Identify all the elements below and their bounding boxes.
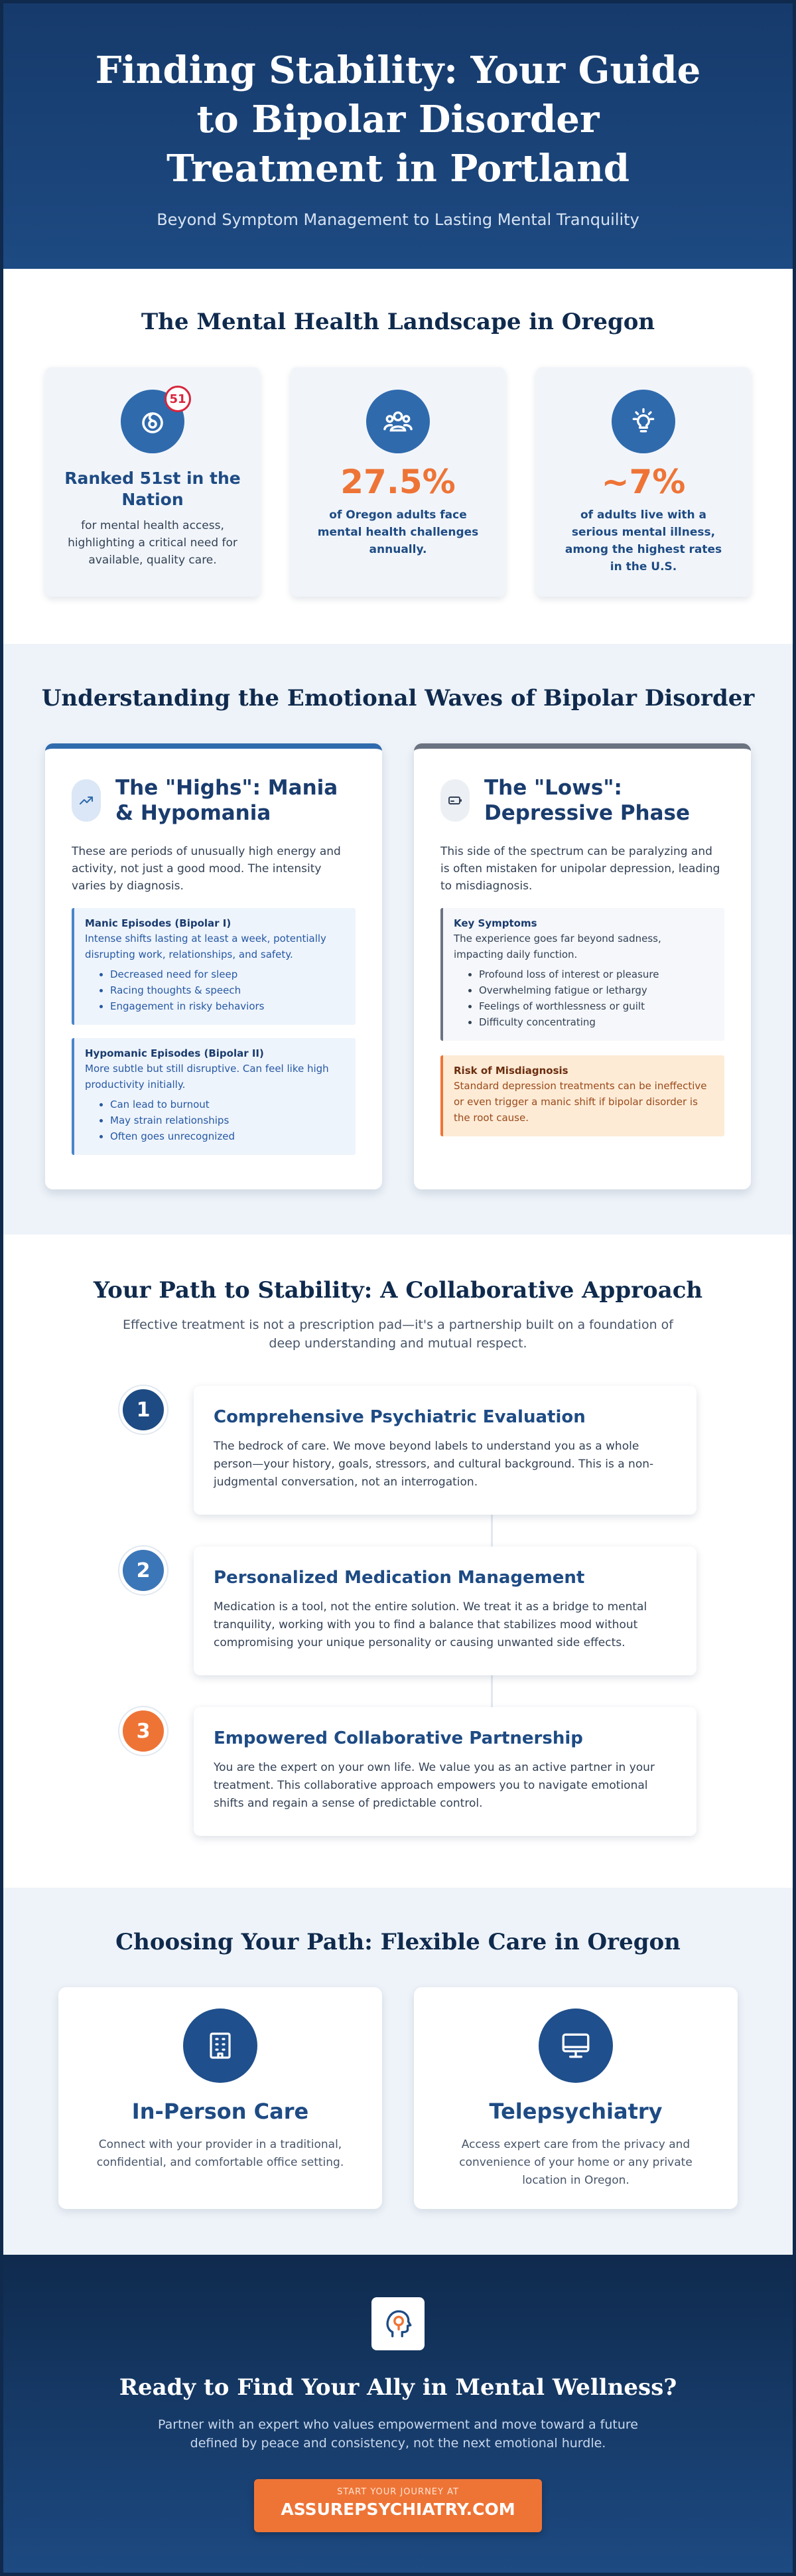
step-card: Empowered Collaborative Partnership You …: [194, 1707, 696, 1836]
stat-desc: of adults live with a serious mental ill…: [564, 508, 722, 573]
hero-subtitle: Beyond Symptom Management to Lasting Men…: [157, 210, 639, 229]
choose-row: In-Person Care Connect with your provide…: [3, 1987, 793, 2209]
highs-intro: These are periods of unusually high ener…: [72, 845, 341, 893]
choose-card-title: Telepsychiatry: [489, 2099, 663, 2124]
stat-big: 27.5%: [340, 463, 456, 501]
path-section: Your Path to Stability: A Collaborative …: [3, 1235, 793, 1888]
lightbulb-icon: [612, 390, 675, 453]
trending-up-icon: [72, 779, 101, 822]
list-item: Feelings of worthlessness or guilt: [479, 998, 712, 1014]
choose-card-title: In-Person Care: [131, 2099, 309, 2124]
stat-card-serious: ~7% of adults live with a serious mental…: [536, 367, 751, 597]
step-1: 1 Comprehensive Psychiatric Evaluation T…: [100, 1386, 696, 1515]
cta-label: ASSUREPSYCHIATRY.COM: [281, 2500, 515, 2519]
in-person-card: In-Person Care Connect with your provide…: [58, 1987, 382, 2209]
stat-desc: for mental health access, highlighting a…: [68, 519, 237, 567]
step-desc: Medication is a tool, not the entire sol…: [214, 1600, 647, 1649]
step-desc: The bedrock of care. We move beyond labe…: [214, 1440, 654, 1489]
steps-timeline: 1 Comprehensive Psychiatric Evaluation T…: [100, 1386, 696, 1836]
step-number: 1: [119, 1386, 167, 1434]
list-item: Racing thoughts & speech: [110, 982, 344, 998]
stat-card-adults: 27.5% of Oregon adults face mental healt…: [291, 367, 505, 597]
footer-title: Ready to Find Your Ally in Mental Wellne…: [119, 2374, 677, 2401]
brain-icon: 51: [121, 386, 191, 453]
manic-title: Manic Episodes (Bipolar I): [85, 917, 232, 929]
lows-intro: This side of the spectrum can be paralyz…: [440, 845, 720, 893]
highs-card: The "Highs": Mania & Hypomania These are…: [45, 743, 382, 1189]
manic-box: Manic Episodes (Bipolar I) Intense shift…: [72, 908, 356, 1025]
path-subtitle: Effective treatment is not a prescriptio…: [123, 1318, 673, 1351]
stat-row: 51 Ranked 51st in the Nation for mental …: [3, 367, 793, 597]
people-icon: [366, 390, 430, 453]
list-item: Often goes unrecognized: [110, 1128, 344, 1144]
hypomanic-list: Can lead to burnout May strain relations…: [85, 1097, 344, 1144]
list-item: May strain relationships: [110, 1112, 344, 1128]
cta-small-label: START YOUR JOURNEY AT: [337, 2487, 459, 2497]
rank-badge: 51: [165, 386, 191, 412]
choose-title: Choosing Your Path: Flexible Care in Ore…: [115, 1929, 681, 1955]
hypomanic-desc: More subtle but still disruptive. Can fe…: [85, 1063, 329, 1091]
risk-desc: Standard depression treatments can be in…: [454, 1080, 707, 1124]
stat-big: ~7%: [601, 463, 686, 501]
list-item: Engagement in risky behaviors: [110, 998, 344, 1014]
stat-head: Ranked 51st in the Nation: [64, 469, 241, 509]
highs-title: The "Highs": Mania & Hypomania: [115, 776, 338, 825]
stat-card-ranking: 51 Ranked 51st in the Nation for mental …: [45, 367, 260, 597]
list-item: Profound loss of interest or pleasure: [479, 966, 712, 982]
risk-title: Risk of Misdiagnosis: [454, 1065, 568, 1077]
symptoms-list: Profound loss of interest or pleasure Ov…: [454, 966, 712, 1030]
waves-title: Understanding the Emotional Waves of Bip…: [41, 685, 755, 712]
step-card: Comprehensive Psychiatric Evaluation The…: [194, 1386, 696, 1515]
lows-title: The "Lows": Depressive Phase: [484, 776, 690, 825]
symptoms-title: Key Symptoms: [454, 917, 537, 929]
list-item: Can lead to burnout: [110, 1097, 344, 1112]
monitor-icon: [539, 2008, 613, 2083]
lows-header: The "Lows": Depressive Phase: [440, 775, 724, 826]
list-item: Difficulty concentrating: [479, 1014, 712, 1030]
choose-card-desc: Access expert care from the privacy and …: [459, 2138, 693, 2187]
step-card: Personalized Medication Management Medic…: [194, 1547, 696, 1675]
step-title: Empowered Collaborative Partnership: [214, 1728, 583, 1748]
hero-title: Finding Stability: Your Guide to Bipolar…: [95, 48, 701, 190]
footer-desc: Partner with an expert who values empowe…: [158, 2417, 638, 2451]
building-icon: [183, 2008, 257, 2083]
telepsychiatry-card: Telepsychiatry Access expert care from t…: [414, 1987, 738, 2209]
step-2: 2 Personalized Medication Management Med…: [100, 1547, 696, 1675]
landscape-title: The Mental Health Landscape in Oregon: [141, 309, 655, 335]
symptoms-desc: The experience goes far beyond sadness, …: [454, 933, 661, 960]
wave-row: The "Highs": Mania & Hypomania These are…: [3, 743, 793, 1189]
hypomanic-title: Hypomanic Episodes (Bipolar II): [85, 1047, 264, 1059]
choose-section: Choosing Your Path: Flexible Care in Ore…: [3, 1888, 793, 2255]
lows-card: The "Lows": Depressive Phase This side o…: [414, 743, 751, 1189]
stat-desc: of Oregon adults face mental health chal…: [317, 508, 479, 556]
path-title: Your Path to Stability: A Collaborative …: [93, 1277, 703, 1304]
hero-section: Finding Stability: Your Guide to Bipolar…: [3, 3, 793, 269]
step-desc: You are the expert on your own life. We …: [214, 1761, 655, 1810]
risk-box: Risk of Misdiagnosis Standard depression…: [440, 1055, 724, 1136]
cta-button[interactable]: START YOUR JOURNEY AT ASSUREPSYCHIATRY.C…: [254, 2479, 542, 2532]
list-item: Overwhelming fatigue or lethargy: [479, 982, 712, 998]
list-item: Decreased need for sleep: [110, 966, 344, 982]
highs-header: The "Highs": Mania & Hypomania: [72, 775, 356, 826]
step-title: Personalized Medication Management: [214, 1568, 585, 1588]
landscape-section: The Mental Health Landscape in Oregon 51…: [3, 269, 793, 644]
step-number: 3: [119, 1707, 167, 1755]
step-title: Comprehensive Psychiatric Evaluation: [214, 1407, 586, 1427]
head-logo-icon: [371, 2297, 425, 2350]
step-number: 2: [119, 1547, 167, 1594]
choose-card-desc: Connect with your provider in a traditio…: [96, 2138, 344, 2169]
hypomanic-box: Hypomanic Episodes (Bipolar II) More sub…: [72, 1038, 356, 1155]
manic-list: Decreased need for sleep Racing thoughts…: [85, 966, 344, 1014]
symptoms-box: Key Symptoms The experience goes far bey…: [440, 908, 724, 1041]
step-3: 3 Empowered Collaborative Partnership Yo…: [100, 1707, 696, 1836]
battery-low-icon: [440, 779, 470, 822]
waves-section: Understanding the Emotional Waves of Bip…: [3, 644, 793, 1235]
footer-section: Ready to Find Your Ally in Mental Wellne…: [3, 2255, 793, 2573]
manic-desc: Intense shifts lasting at least a week, …: [85, 933, 326, 960]
